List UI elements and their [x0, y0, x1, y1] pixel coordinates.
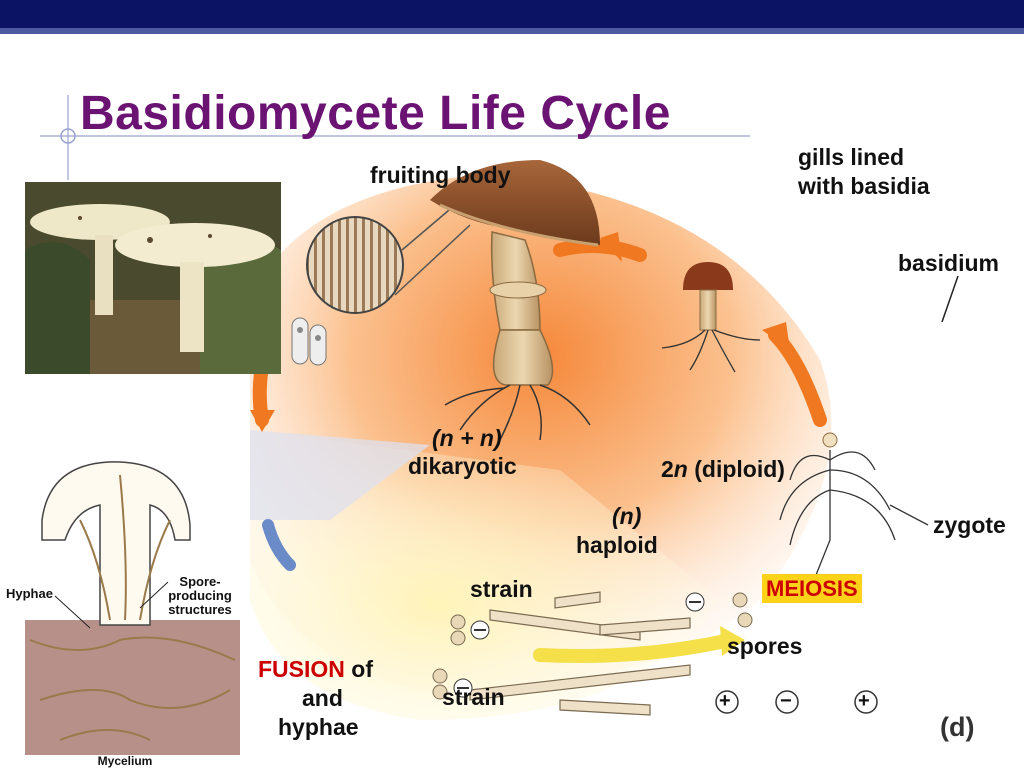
- label-meiosis: MEIOSIS: [762, 574, 862, 603]
- zygote-mycelium: [779, 450, 929, 591]
- label-spores: spores: [727, 633, 803, 659]
- guide-circle-icon: [60, 128, 76, 144]
- strain-bottom-hyphae: [469, 664, 691, 716]
- mycelium-inset: [25, 461, 240, 755]
- young-mushroom: [661, 262, 761, 373]
- label-fusion-hyphae: hyphae: [278, 714, 359, 740]
- slide-title: Basidiomycete Life Cycle: [80, 87, 671, 140]
- spore-line1: Spore-: [179, 574, 221, 589]
- diploid-suffix: (diploid): [687, 456, 785, 482]
- spore-sign-plus-2: +: [858, 690, 870, 712]
- fusion-zone: [250, 430, 430, 520]
- fruiting-body-mushroom: [430, 160, 600, 441]
- panel-label: (d): [940, 712, 975, 742]
- label-gills-line2: with basidia: [798, 173, 930, 199]
- top-bar: [0, 0, 1024, 28]
- label-zygote: zygote: [933, 512, 1006, 538]
- spore-sign-plus-1: +: [719, 690, 731, 712]
- inset-label-mycelium: Mycelium: [97, 754, 153, 768]
- arrowhead-icon: [250, 410, 275, 432]
- label-diploid: 2n (diploid): [661, 456, 785, 483]
- inset-label-hyphae: Hyphae: [6, 586, 53, 601]
- label-gills-line1: gills lined: [798, 144, 905, 170]
- label-fruiting-body: fruiting body: [370, 162, 511, 188]
- zygote-basidium-icon: [822, 432, 838, 448]
- haploid-zone: [250, 430, 720, 720]
- basidium-pointer: [941, 275, 959, 323]
- spore-cells: [432, 592, 753, 700]
- arrowhead-icon: [600, 232, 622, 262]
- mushroom-photo: [25, 182, 281, 374]
- label-fusion: FUSION of: [258, 656, 373, 683]
- arrow-to-fusion: [262, 519, 296, 571]
- label-strain-bottom: strain: [442, 684, 505, 710]
- spore-line3: structures: [168, 602, 232, 617]
- basidium-cells: [291, 317, 327, 366]
- spore-line2: producing: [168, 588, 232, 603]
- gill-closeup: [306, 204, 471, 314]
- arrow-to-fruiting-body: [553, 239, 647, 262]
- diploid-n: n: [673, 456, 688, 482]
- top-bar-underline: [0, 28, 1024, 34]
- arrowhead-icon: [762, 322, 790, 350]
- inset-label-spore-producing: Spore- producing structures: [160, 575, 240, 617]
- minus-markers: [453, 592, 705, 698]
- fusion-of: of: [344, 656, 373, 682]
- diploid-prefix: 2: [661, 456, 674, 482]
- label-haploid-ploidy: (n): [612, 503, 642, 529]
- label-basidium: basidium: [898, 250, 999, 276]
- label-fusion-and: and: [302, 685, 343, 711]
- label-strain-top: strain: [470, 576, 533, 602]
- label-haploid: haploid: [576, 532, 658, 558]
- fusion-word: FUSION: [258, 656, 345, 682]
- label-dikaryotic-ploidy: (n + n): [432, 425, 502, 451]
- spore-sign-circles: [715, 690, 878, 714]
- arrow-to-spores-bottom: [533, 633, 737, 663]
- label-dikaryotic: dikaryotic: [408, 453, 517, 479]
- spore-sign-minus: −: [780, 690, 792, 712]
- arrowhead-icon: [720, 626, 745, 656]
- strain-top-hyphae: [489, 591, 691, 641]
